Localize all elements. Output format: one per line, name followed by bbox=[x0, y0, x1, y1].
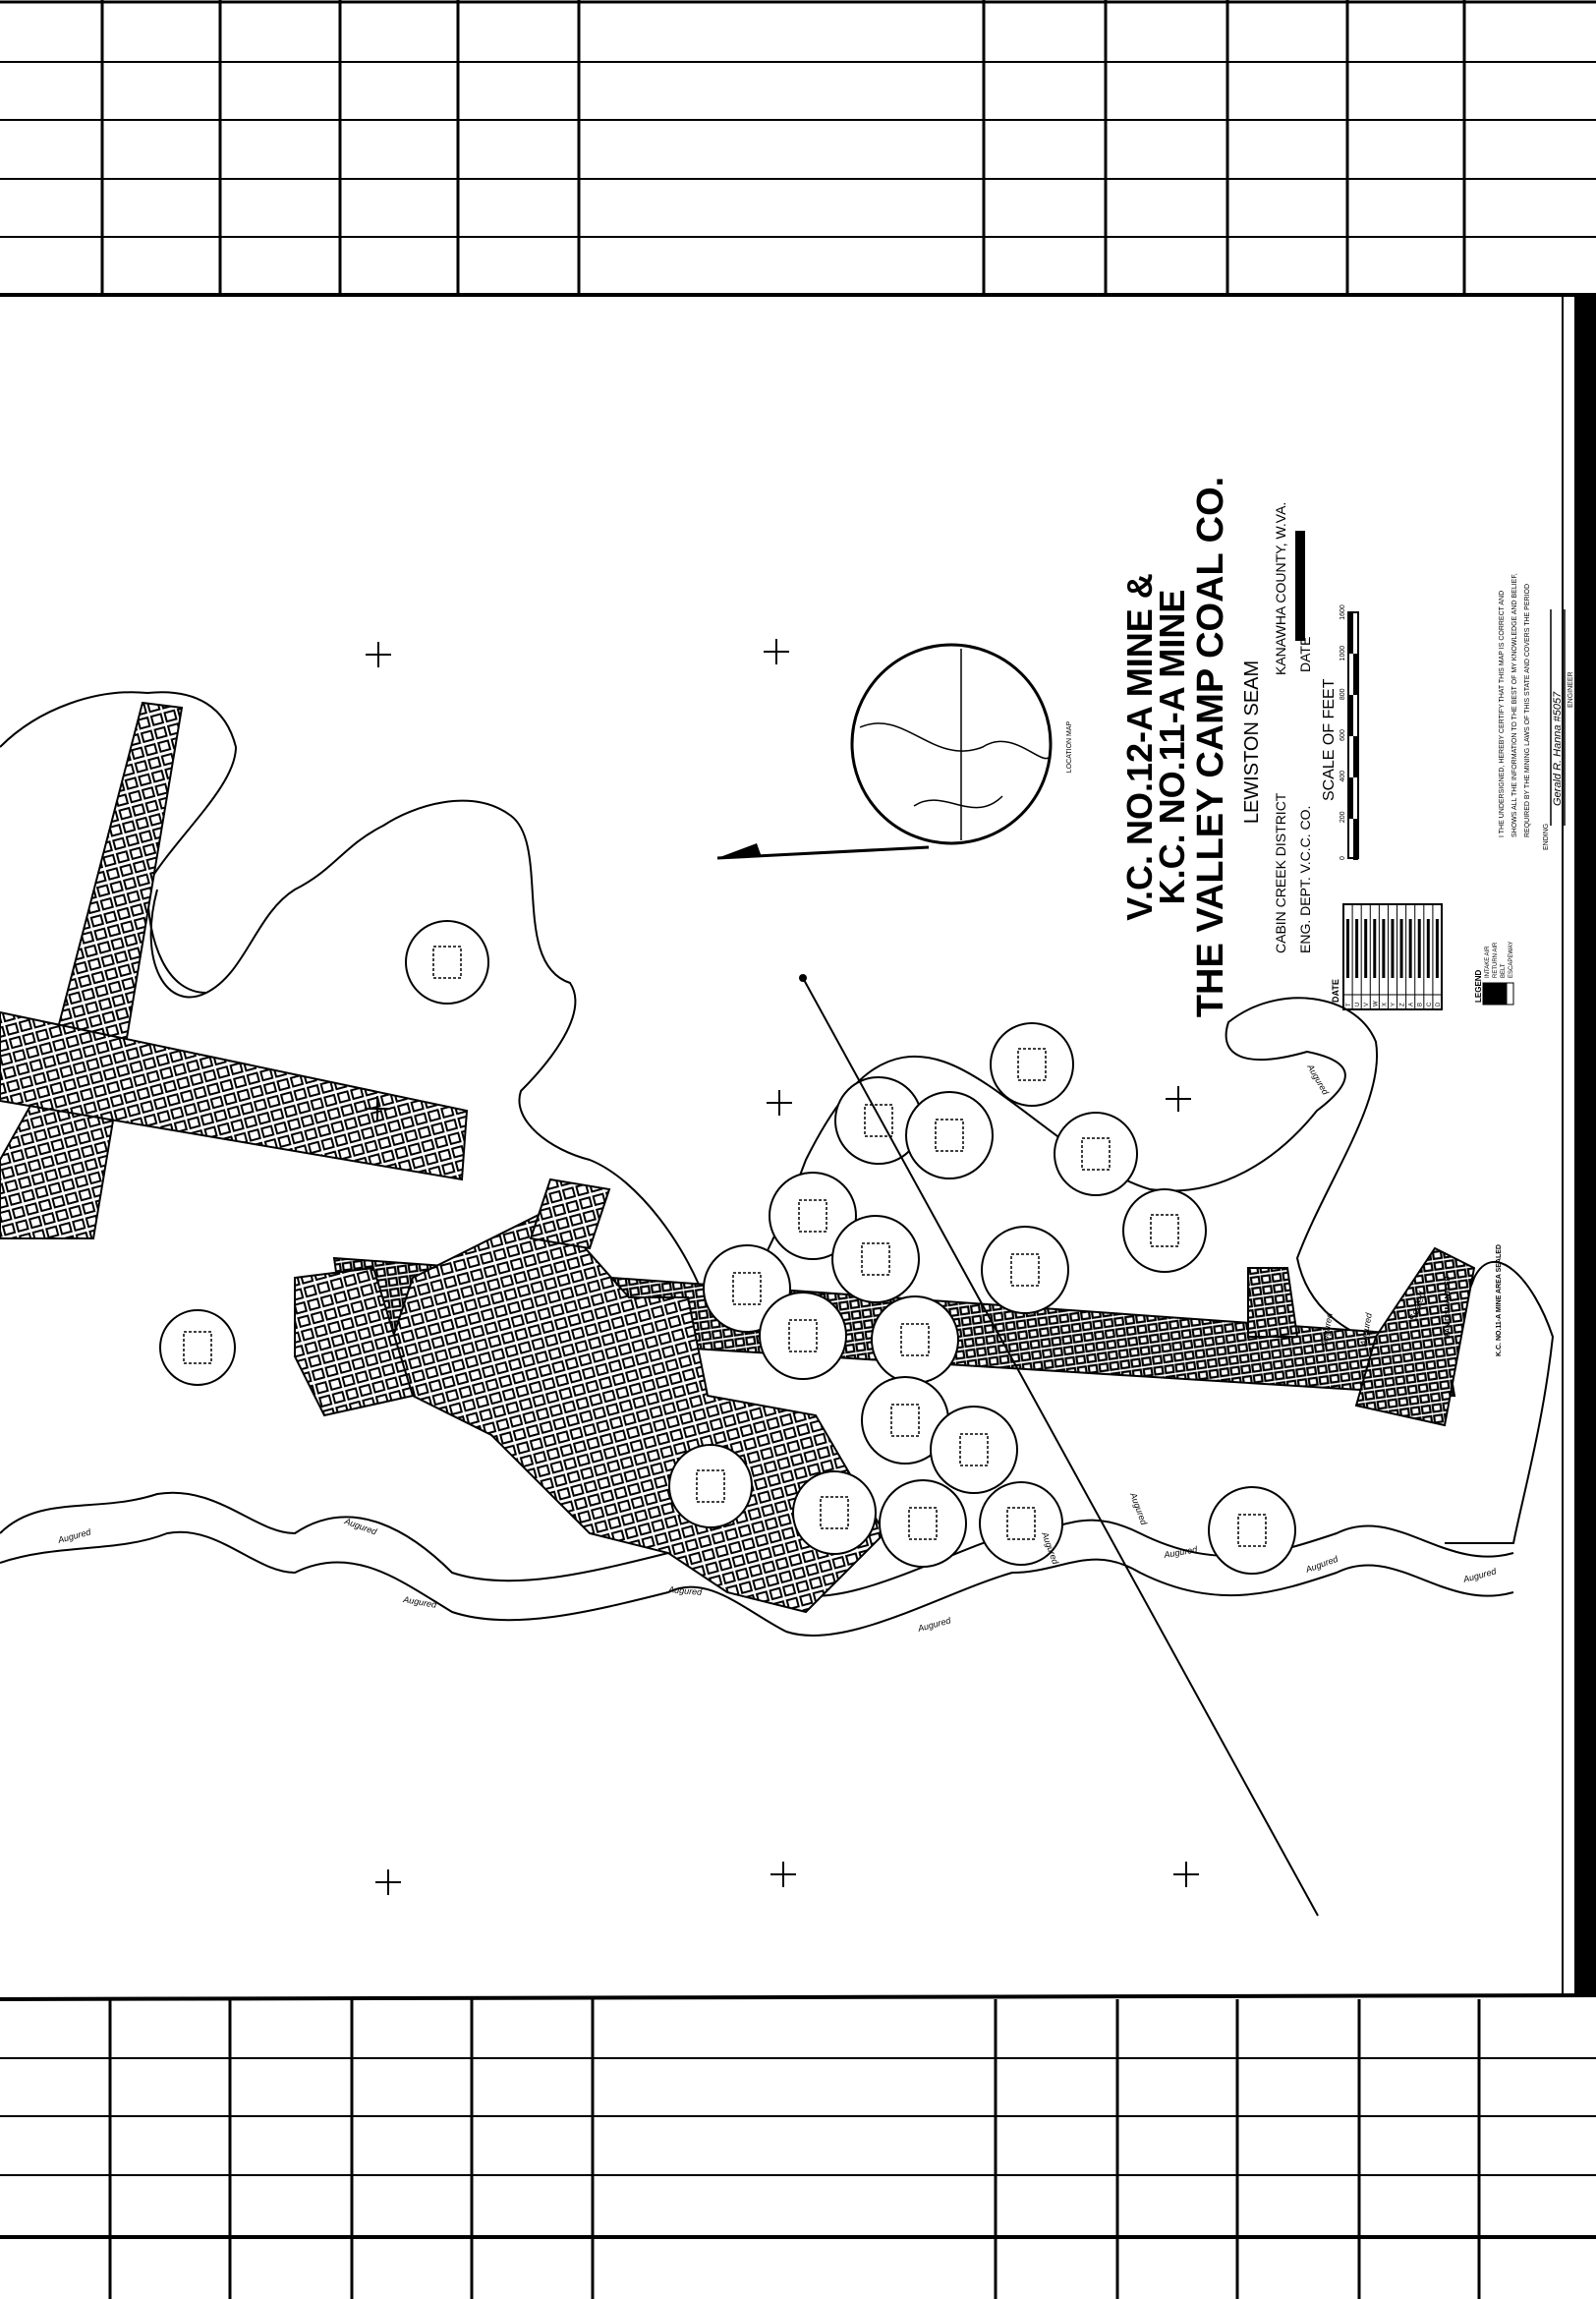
engineer-label: ENGINEER bbox=[1568, 671, 1574, 708]
bottom-border-grid bbox=[0, 1993, 1596, 2299]
legend-item: RETURN AIR bbox=[1493, 942, 1499, 978]
cert-line-1: I THE UNDERSIGNED, HEREBY CERTIFY THAT T… bbox=[1499, 591, 1506, 837]
eng-dept: ENG. DEPT. V.C.C. CO. bbox=[1297, 806, 1313, 953]
cert-line-2: SHOWS ALL THE INFORMATION TO THE BEST OF… bbox=[1511, 573, 1518, 837]
scale-bar: 0 200 400 600 800 1000 1600 bbox=[1340, 604, 1359, 860]
augured-label: Augured bbox=[1303, 1554, 1340, 1576]
date-table-row: C bbox=[1427, 1002, 1433, 1006]
augured-label: Augured bbox=[1461, 1566, 1498, 1584]
date-table-header: DATE bbox=[1331, 979, 1340, 1003]
pillar-circle bbox=[979, 1481, 1063, 1566]
date-table-row: X bbox=[1382, 1003, 1388, 1006]
pillar-circle bbox=[159, 1309, 236, 1386]
date-label: DATE bbox=[1297, 637, 1313, 672]
augured-label: Augured bbox=[56, 1526, 92, 1545]
augured-label: Augured bbox=[1163, 1544, 1199, 1560]
north-arrow bbox=[716, 843, 930, 860]
pillar-circle bbox=[1122, 1188, 1207, 1273]
pillar-circle bbox=[879, 1479, 967, 1568]
pillar-circle bbox=[1208, 1486, 1296, 1575]
legend-item: ESCAPEWAY bbox=[1509, 942, 1514, 978]
pillar-circle bbox=[1054, 1112, 1138, 1196]
title-block: V.C. NO.12-A MINE & K.C. NO.11-A MINE TH… bbox=[1119, 477, 1359, 1017]
date-table-row: B bbox=[1418, 1003, 1424, 1006]
endorsed-label: ENDING bbox=[1543, 824, 1550, 850]
augured-label: Augured bbox=[667, 1584, 704, 1597]
date-table-row: A bbox=[1409, 1003, 1415, 1006]
scale-tick-label: 400 bbox=[1340, 771, 1346, 782]
pillar-circles bbox=[159, 920, 1296, 1575]
date-redaction bbox=[1295, 531, 1305, 641]
augured-label: Augured bbox=[1128, 1490, 1150, 1526]
seam-name: LEWISTON SEAM bbox=[1241, 661, 1263, 824]
scale-tick-label: 600 bbox=[1340, 729, 1346, 741]
district: CABIN CREEK DISTRICT bbox=[1273, 792, 1288, 953]
edge-strip bbox=[1574, 295, 1596, 1995]
scale-tick-label: 1000 bbox=[1340, 646, 1346, 661]
title-line-3: THE VALLEY CAMP COAL CO. bbox=[1190, 477, 1231, 1017]
location-map: LOCATION MAP bbox=[850, 643, 1073, 845]
location-map-label: LOCATION MAP bbox=[1066, 720, 1073, 773]
pillar-circle bbox=[990, 1022, 1074, 1107]
legend-item: INTAKE AIR bbox=[1485, 946, 1491, 978]
pillar-circle bbox=[769, 1172, 857, 1260]
property-line bbox=[802, 977, 1319, 1917]
scale-label: SCALE OF FEET bbox=[1321, 678, 1338, 801]
cert-line-3: REQUIRED BY THE MINING LAWS OF THIS STAT… bbox=[1524, 584, 1531, 837]
date-table-row: Y bbox=[1391, 1003, 1396, 1006]
augured-label: Augured bbox=[402, 1594, 438, 1610]
date-table-row: T bbox=[1346, 1003, 1352, 1006]
scale-tick-label: 800 bbox=[1340, 688, 1346, 700]
scale-tick-label: 0 bbox=[1340, 856, 1346, 860]
date-table-row: U bbox=[1355, 1003, 1361, 1006]
pillar-circle bbox=[831, 1215, 920, 1303]
date-table-row: D bbox=[1436, 1002, 1442, 1006]
pillar-circle bbox=[759, 1292, 847, 1380]
date-table-row: V bbox=[1364, 1003, 1370, 1006]
top-border-grid bbox=[0, 0, 1596, 297]
survey-crosses bbox=[365, 639, 1199, 1895]
date-table-row: W bbox=[1373, 1001, 1379, 1006]
legend-title: LEGEND bbox=[1474, 969, 1483, 1003]
augured-label: Augured bbox=[916, 1615, 952, 1634]
pillar-circle bbox=[792, 1470, 877, 1555]
pillar-circle bbox=[871, 1295, 959, 1384]
certification: I THE UNDERSIGNED, HEREBY CERTIFY THAT T… bbox=[1499, 573, 1574, 850]
date-table-row: Z bbox=[1400, 1003, 1406, 1006]
pillar-circle bbox=[981, 1226, 1069, 1314]
title-line-2: K.C. NO.11-A MINE bbox=[1152, 590, 1192, 905]
legend-item: BELT bbox=[1501, 963, 1507, 978]
pillar-circle bbox=[905, 1091, 994, 1179]
area-sealed-note: K.C. NO.11-A MINE AREA SEALED bbox=[1496, 1244, 1503, 1356]
county: KANAWHA COUNTY, W.VA. bbox=[1273, 502, 1288, 675]
fan-dismantled-note: FAN DISMANTLED bbox=[1445, 1276, 1452, 1337]
engineer-signature: Gerald R. Hanna #5057 bbox=[1552, 691, 1564, 806]
title-line-1: V.C. NO.12-A MINE & bbox=[1119, 573, 1160, 920]
augured-label: Augured bbox=[1305, 1062, 1332, 1097]
pillar-circle bbox=[930, 1406, 1018, 1494]
pillar-circle bbox=[668, 1444, 753, 1528]
scale-tick-label: 200 bbox=[1340, 811, 1346, 823]
scale-tick-label: 1600 bbox=[1340, 604, 1346, 620]
pillar-circle bbox=[405, 920, 489, 1005]
